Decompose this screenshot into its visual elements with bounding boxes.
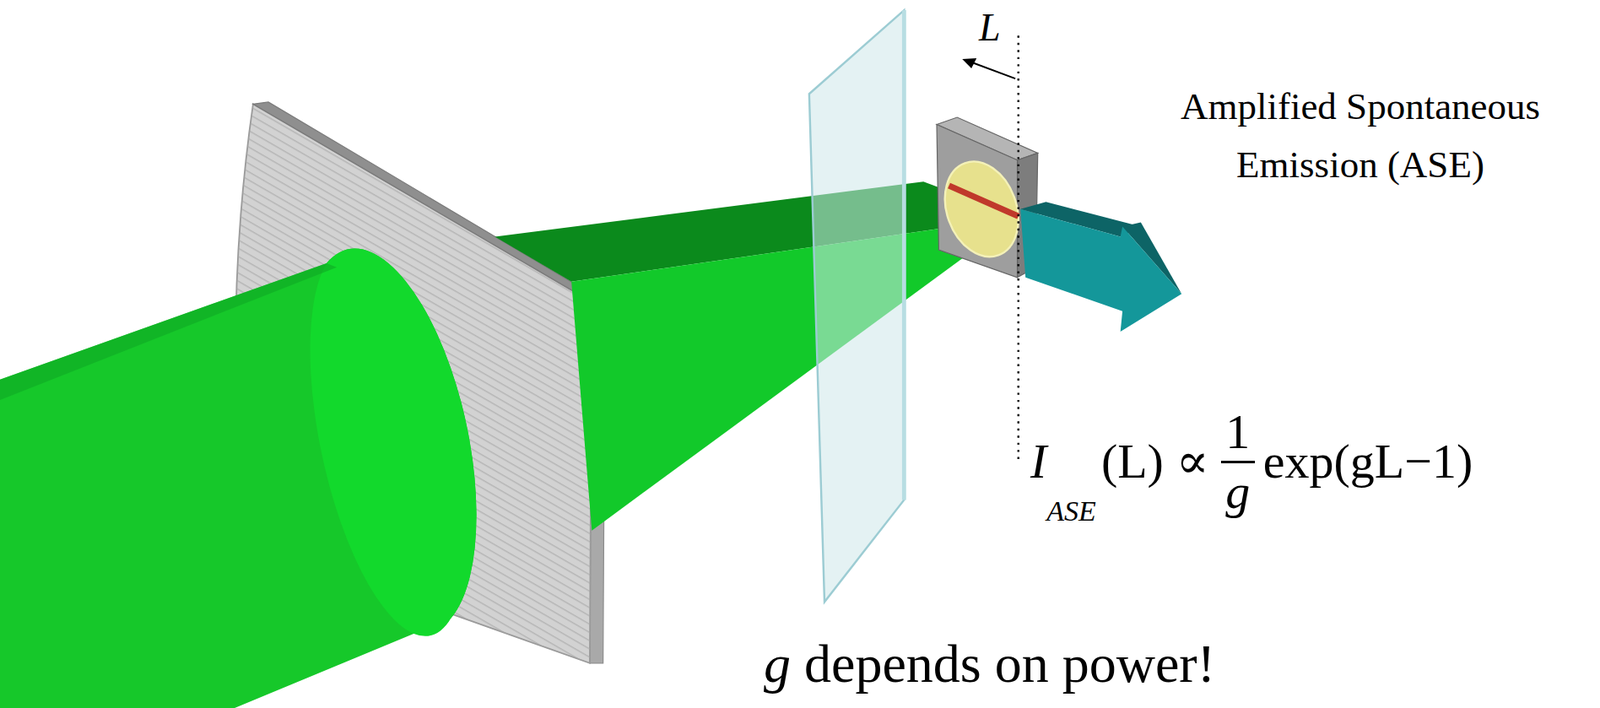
fraction-denominator: g	[1225, 464, 1250, 519]
slit-plate	[809, 10, 904, 602]
fraction-numerator: 1	[1225, 404, 1250, 460]
length-proportional: (L) ∝	[1101, 434, 1210, 489]
exponential-term: exp(gL−1)	[1263, 434, 1474, 489]
fraction-bar	[1221, 460, 1255, 464]
pump-beam	[0, 248, 477, 708]
ase-arrow	[1020, 201, 1182, 332]
excitation-stripe	[949, 185, 1019, 217]
length-arrow	[962, 58, 1016, 79]
sample-holder	[932, 117, 1038, 278]
gain-symbol: g	[763, 634, 791, 694]
fraction: 1g	[1221, 405, 1255, 519]
sample-edge-line	[1017, 35, 1020, 461]
ase-formula: IASE(L) ∝1gexp(gL−1)	[1030, 405, 1473, 519]
gain-note: gdepends on power!	[763, 634, 1216, 694]
length-label-slot: L	[978, 6, 1001, 50]
ase-subscript: ASE	[1046, 495, 1097, 527]
length-symbol: L	[978, 5, 1001, 49]
intensity-symbol: I	[1030, 434, 1047, 489]
gain-note-text: depends on power!	[804, 634, 1216, 694]
ase-label-slot: Amplified Spontaneous Emission (ASE)	[1157, 77, 1563, 195]
ase-label: Amplified Spontaneous Emission (ASE)	[1180, 85, 1541, 186]
